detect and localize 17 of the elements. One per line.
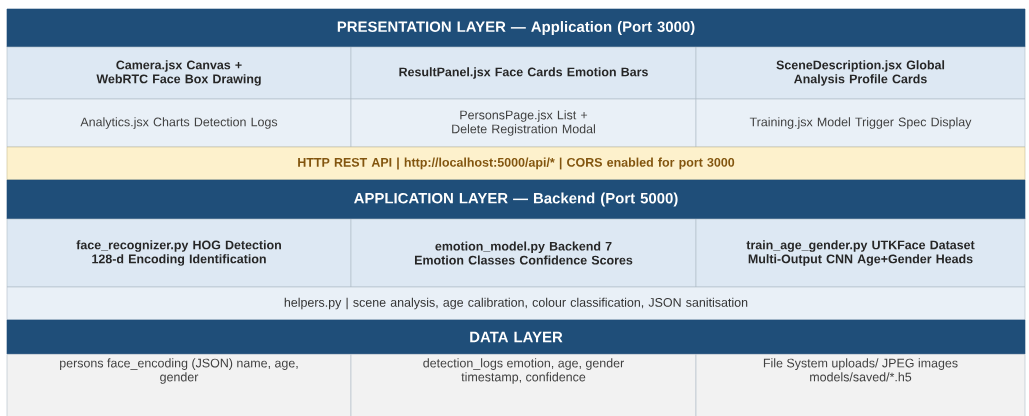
module-cell: face_recognizer.py HOG Detection 128-d Encoding Identification [6,218,352,288]
storage-cell: persons face_encoding (JSON) name, age, gender [6,354,352,416]
module-cell: train_age_gender.py UTKFace Dataset Multi-Output CNN Age+Gender Heads [695,218,1026,288]
module-cell: Camera.jsx Canvas + WebRTC Face Box Drawing [6,46,352,100]
storage-cell: File System uploads/ JPEG images models/saved/*.h5 [695,354,1026,416]
api-band: HTTP REST API | http://localhost:5000/api/* | CORS enabled for port 3000 [6,146,1026,181]
layer-header-band: PRESENTATION LAYER — Application (Port 3000) [6,8,1026,48]
helpers-band: helpers.py | scene analysis, age calibration, colour classification, JSON sanitisation [6,286,1026,321]
module-cell: ResultPanel.jsx Face Cards Emotion Bars [350,46,697,100]
layer-header-band: APPLICATION LAYER — Backend (Port 5000) [6,179,1026,220]
module-cell: Analytics.jsx Charts Detection Logs [6,98,352,148]
module-cell: emotion_model.py Backend 7 Emotion Classes Confidence Scores [350,218,697,288]
module-cell: PersonsPage.jsx List + Delete Registration Modal [350,98,697,148]
module-cell: Training.jsx Model Trigger Spec Display [695,98,1026,148]
storage-cell: detection_logs emotion, age, gender timestamp, confidence [350,354,697,416]
module-cell: SceneDescription.jsx Global Analysis Profile Cards [695,46,1026,100]
layer-header-band: DATA LAYER [6,319,1026,355]
